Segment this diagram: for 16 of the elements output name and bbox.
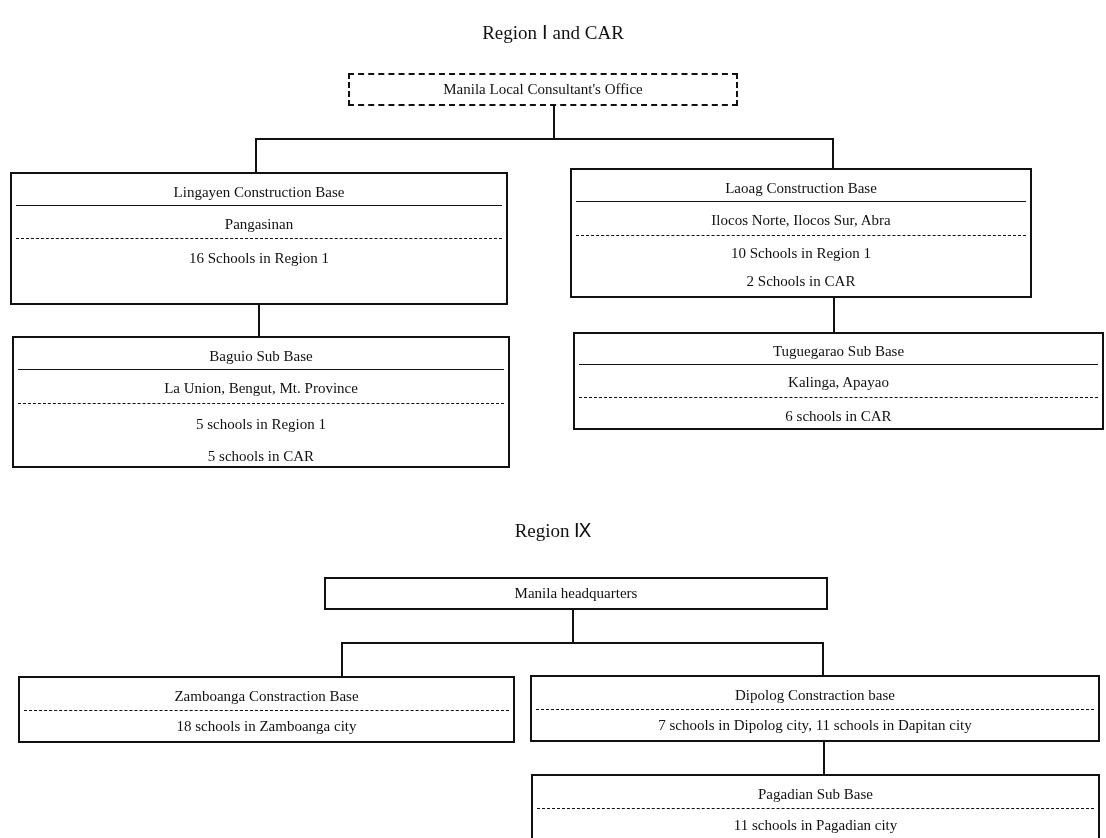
office-box	[530, 675, 1100, 742]
connector-line	[572, 609, 824, 676]
office-box	[12, 336, 510, 468]
office-box	[531, 774, 1100, 838]
connector-line	[833, 297, 835, 333]
office-box	[573, 332, 1104, 430]
connector-line	[823, 741, 825, 775]
office-box	[324, 577, 828, 610]
office-box	[18, 676, 515, 743]
section-heading: Region Ⅸ	[514, 520, 592, 542]
connector-line	[553, 105, 834, 169]
office-box	[570, 168, 1032, 298]
office-box	[348, 73, 738, 106]
office-box	[10, 172, 508, 305]
section-heading: Region Ⅰ and CAR	[482, 22, 624, 44]
connector-line	[258, 304, 260, 337]
